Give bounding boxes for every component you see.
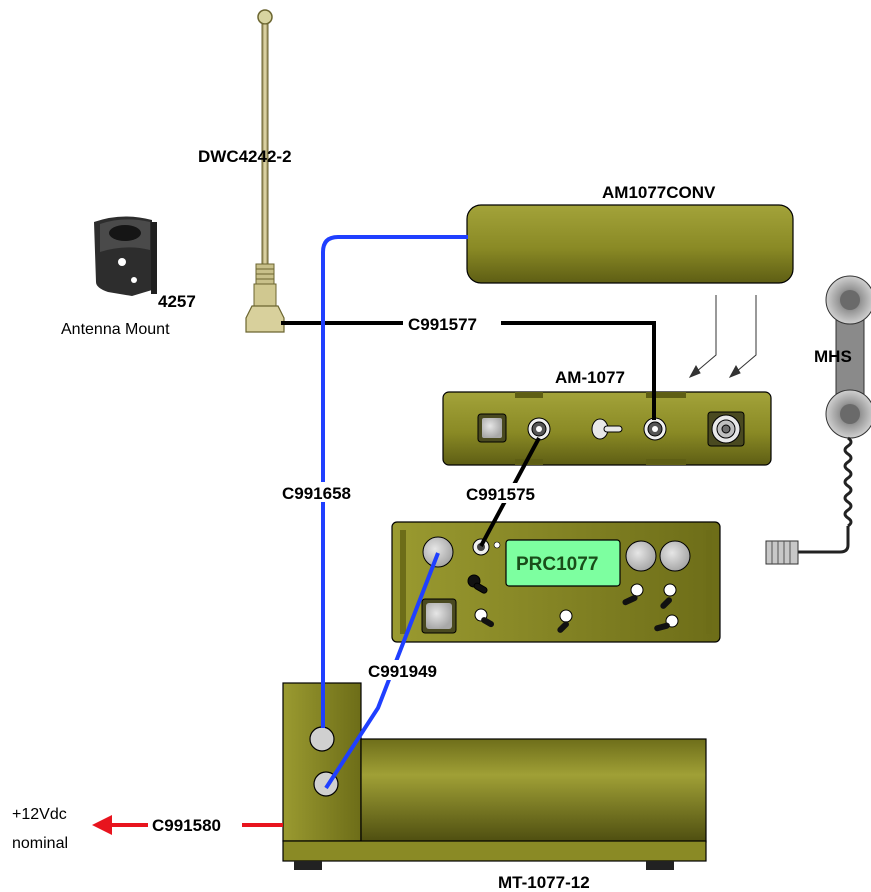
mount-base-label: MT-1077-12	[498, 873, 590, 892]
converter-box	[466, 204, 794, 284]
amplifier-label: AM-1077	[555, 368, 625, 387]
mount-base-unit	[282, 682, 707, 870]
cable-label-c991575: C991575	[466, 485, 535, 504]
power-voltage-label: +12Vdc	[12, 806, 67, 823]
amplifier-unit	[442, 391, 772, 466]
radio-display-label: PRC1077	[516, 554, 598, 575]
cable-antenna-to-amp	[281, 321, 656, 420]
converter-arrows	[688, 295, 757, 378]
mount-part-number: 4257	[158, 292, 196, 311]
mount-description: Antenna Mount	[61, 321, 170, 338]
radio-unit	[391, 521, 721, 643]
cable-converter-to-mount	[321, 235, 468, 728]
handset-image	[765, 275, 871, 565]
cable-label-c991658: C991658	[282, 484, 351, 503]
handset-label: MHS	[814, 347, 852, 366]
cable-radio-to-mount	[324, 552, 440, 790]
antenna-whip	[245, 9, 285, 333]
cable-label-c991580: C991580	[152, 816, 221, 835]
power-arrow-icon	[92, 815, 112, 835]
power-nominal-label: nominal	[12, 835, 68, 852]
cable-label-c991949: C991949	[368, 662, 437, 681]
antenna-mount-image	[94, 216, 157, 296]
antenna-label: DWC4242-2	[198, 147, 292, 166]
cable-label-c991577: C991577	[408, 315, 477, 334]
converter-label: AM1077CONV	[602, 183, 716, 202]
